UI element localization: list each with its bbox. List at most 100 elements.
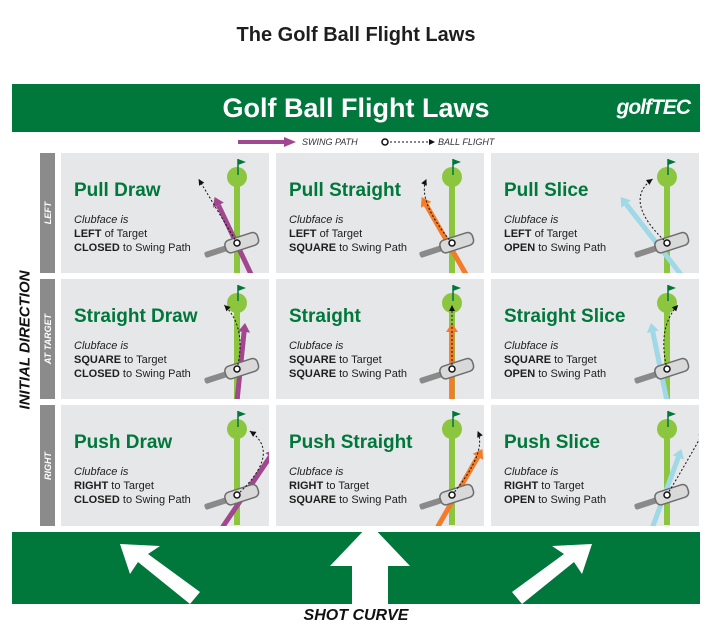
ball-flight-legend-label: BALL FLIGHT	[438, 137, 495, 147]
ball-flight-path	[236, 430, 264, 496]
row-label-left: LEFT	[42, 201, 53, 225]
club-face	[439, 231, 475, 254]
shot-curve-band	[12, 532, 700, 604]
cell-description: Clubface is SQUARE to Target SQUARE to S…	[289, 339, 407, 381]
golf-ball-icon	[663, 365, 671, 373]
cell-straight: Straight Clubface is SQUARE to Target SQ…	[276, 279, 484, 399]
cell-title: Pull Slice	[504, 180, 589, 201]
path-suffix: to Swing Path	[538, 494, 607, 506]
target-hole-icon	[442, 293, 462, 313]
target-suffix: of Target	[104, 228, 148, 240]
target-suffix: of Target	[319, 228, 363, 240]
target-relation: LEFT	[289, 228, 317, 240]
cell-description: Clubface is LEFT of Target SQUARE to Swi…	[289, 213, 407, 255]
push-slice-diagram	[634, 411, 699, 526]
straight-draw-diagram	[204, 285, 260, 399]
cell-push-slice: Push Slice Clubface is RIGHT to Target O…	[491, 405, 699, 526]
clubface-lead: Clubface is	[289, 466, 344, 478]
ball-flight-arrowhead	[645, 179, 653, 185]
row-tab-at-target: AT TARGET	[40, 279, 55, 399]
cell-description: Clubface is LEFT of Target CLOSED to Swi…	[74, 213, 191, 255]
target-relation: RIGHT	[74, 480, 109, 492]
club-face	[224, 483, 260, 506]
club-shaft	[419, 370, 445, 384]
row-label-at-target: AT TARGET	[42, 313, 53, 365]
club-face	[439, 357, 475, 380]
shot-curve-label: SHOT CURVE	[303, 607, 409, 624]
cell-title: Push Slice	[504, 432, 601, 453]
ball-flight-arrowhead	[198, 179, 205, 186]
cell-pull-slice: Pull Slice Clubface is LEFT of Target OP…	[491, 153, 699, 273]
target-relation: SQUARE	[504, 354, 552, 366]
cell-description: Clubface is RIGHT to Target OPEN to Swin…	[504, 465, 606, 507]
club-face	[654, 483, 690, 506]
ball-flight-path	[639, 178, 668, 244]
swing-path-arrow	[624, 202, 684, 273]
cell-title: Pull Straight	[289, 180, 401, 201]
cell-description: Clubface is LEFT of Target OPEN to Swing…	[504, 213, 606, 255]
club-shaft	[634, 496, 660, 510]
path-relation: OPEN	[504, 368, 536, 380]
cell-title: Straight Draw	[74, 306, 198, 327]
path-relation: SQUARE	[289, 242, 337, 254]
path-relation: SQUARE	[289, 368, 337, 380]
golf-ball-icon	[233, 365, 241, 373]
clubface-lead: Clubface is	[74, 340, 129, 352]
path-suffix: to Swing Path	[122, 242, 191, 254]
club-face	[439, 483, 475, 506]
club-head-icon	[419, 231, 475, 258]
clubface-lead: Clubface is	[289, 214, 344, 226]
target-suffix: to Target	[541, 480, 584, 492]
slice-curve-arrow-icon	[512, 544, 592, 604]
club-head-icon	[634, 357, 690, 384]
clubface-lead: Clubface is	[289, 340, 344, 352]
club-shaft	[204, 244, 230, 258]
target-suffix: to Target	[326, 480, 369, 492]
club-head-icon	[419, 357, 475, 384]
ball-flight-arrowhead	[249, 431, 257, 437]
cell-description: Clubface is SQUARE to Target CLOSED to S…	[74, 339, 191, 381]
cell-title: Pull Draw	[74, 180, 161, 201]
ball-flight-arrowhead	[671, 305, 679, 312]
ball-flight-arrowhead	[421, 179, 427, 186]
club-head-icon	[204, 357, 260, 384]
flag-icon	[453, 285, 461, 291]
club-shaft	[634, 370, 660, 384]
ball-flight-arrowhead	[224, 305, 231, 312]
swing-path-arrowhead	[672, 449, 684, 460]
path-suffix: to Swing Path	[339, 242, 407, 254]
cell-description: Clubface is RIGHT to Target CLOSED to Sw…	[74, 465, 191, 507]
cell-pull-draw: Pull Draw Clubface is LEFT of Target CLO…	[61, 153, 269, 273]
initial-direction-label: INITIAL DIRECTION	[16, 270, 34, 410]
ball-flight-path	[423, 178, 453, 244]
clubface-lead: Clubface is	[504, 340, 559, 352]
clubface-lead: Clubface is	[504, 466, 559, 478]
target-hole-icon	[227, 167, 247, 187]
cell-description: Clubface is SQUARE to Target OPEN to Swi…	[504, 339, 606, 381]
club-head-icon	[204, 483, 260, 510]
flag-icon	[668, 159, 676, 165]
swing-path-arrowhead	[620, 197, 631, 208]
club-face	[654, 231, 690, 254]
flag-icon	[453, 159, 461, 165]
push-straight-diagram	[419, 411, 484, 526]
ball-flight-path	[223, 304, 241, 370]
pull-straight-diagram	[419, 159, 475, 273]
draw-curve-arrow-icon	[120, 544, 200, 604]
straight-slice-diagram	[634, 285, 690, 399]
swing-path-legend-icon	[238, 137, 296, 147]
club-shaft	[419, 244, 445, 258]
cell-description: Clubface is RIGHT to Target SQUARE to Sw…	[289, 465, 407, 507]
golf-ball-icon	[663, 239, 671, 247]
path-relation: OPEN	[504, 494, 536, 506]
ball-flight-arrowhead	[477, 431, 483, 438]
ball-flight-arrowhead	[449, 305, 455, 311]
push-draw-diagram	[204, 411, 269, 526]
flag-icon	[453, 411, 461, 417]
row-tab-right: RIGHT	[40, 405, 55, 526]
target-suffix: to Target	[124, 354, 167, 366]
cell-straight-slice: Straight Slice Clubface is SQUARE to Tar…	[491, 279, 699, 399]
flag-icon	[238, 285, 246, 291]
row-label-right: RIGHT	[42, 451, 53, 480]
swing-path-arrowhead	[213, 197, 224, 208]
